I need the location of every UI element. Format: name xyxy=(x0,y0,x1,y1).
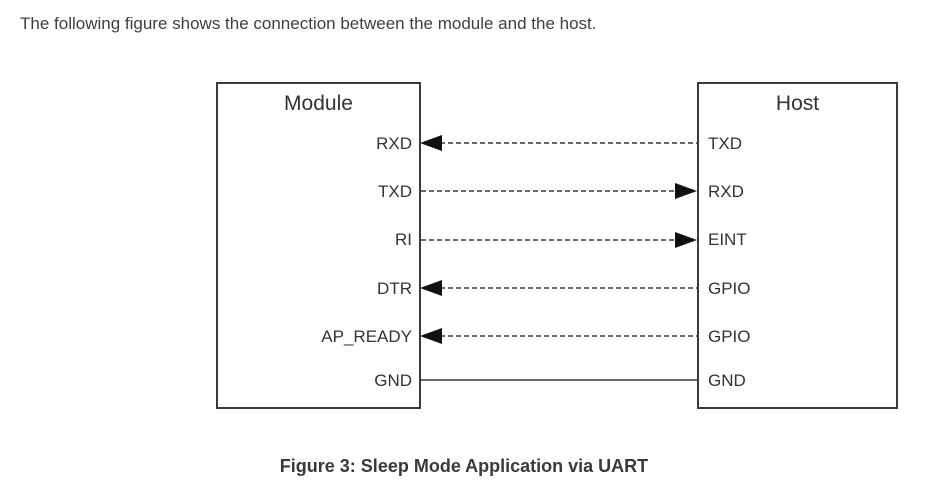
wire-txd-to-rxd xyxy=(420,135,698,151)
host-pin-rxd: RXD xyxy=(708,182,744,201)
wire-gpio-to-dtr xyxy=(420,280,698,296)
host-pin-gpio-ap-ready: GPIO xyxy=(708,327,751,346)
arrowhead-right-icon xyxy=(675,232,697,248)
host-pin-gpio-dtr: GPIO xyxy=(708,279,751,298)
intro-paragraph: The following figure shows the connectio… xyxy=(20,14,597,33)
module-pin-rxd: RXD xyxy=(376,134,412,153)
arrowhead-left-icon xyxy=(420,328,442,344)
arrowhead-left-icon xyxy=(420,135,442,151)
wire-ri-to-eint xyxy=(421,232,697,248)
figure-caption: Figure 3: Sleep Mode Application via UAR… xyxy=(279,456,649,476)
module-pin-ri: RI xyxy=(395,230,412,249)
module-pin-ap-ready: AP_READY xyxy=(321,327,412,346)
module-pin-txd: TXD xyxy=(378,182,412,201)
wire-gpio-to-ap-ready xyxy=(420,328,698,344)
host-block xyxy=(697,82,898,409)
host-pin-eint: EINT xyxy=(708,230,747,249)
arrowhead-left-icon xyxy=(420,280,442,296)
module-pin-dtr: DTR xyxy=(377,279,412,298)
host-pin-txd: TXD xyxy=(708,134,742,153)
module-block xyxy=(216,82,421,409)
wire-module-txd-to-host-rxd xyxy=(421,183,697,199)
host-pin-gnd: GND xyxy=(708,371,746,390)
host-block-title: Host xyxy=(775,92,820,115)
module-pin-gnd: GND xyxy=(374,371,412,390)
module-block-title: Module xyxy=(284,92,353,115)
arrowhead-right-icon xyxy=(675,183,697,199)
